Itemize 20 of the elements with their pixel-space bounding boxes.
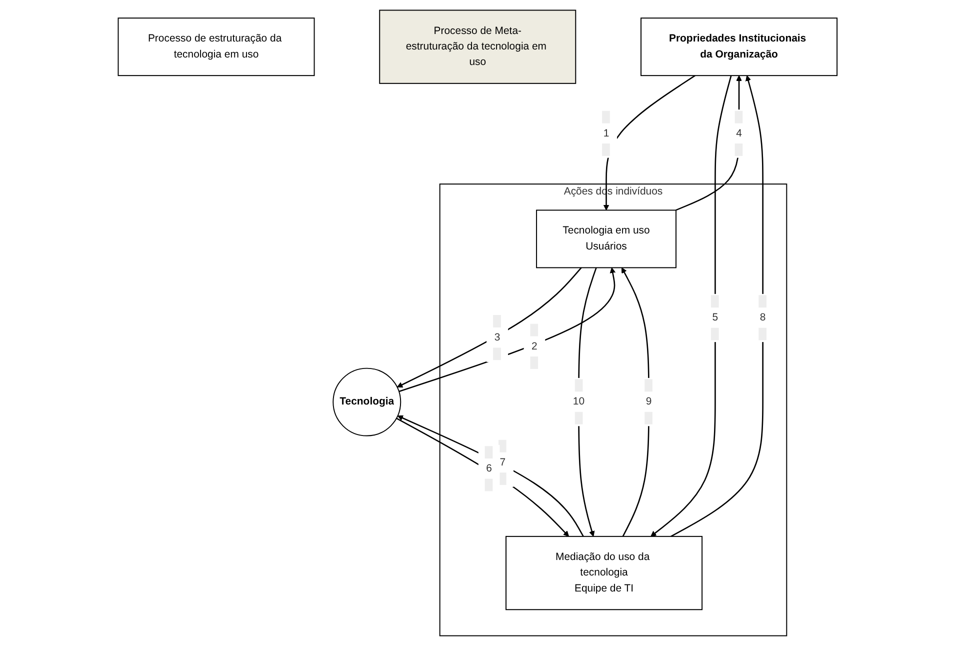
edge-label: 3 <box>494 332 500 344</box>
edge-label: 5 <box>712 312 718 324</box>
node-circle <box>332 368 401 436</box>
edge-label: 4 <box>736 128 742 139</box>
node-box <box>118 18 315 76</box>
arrow <box>396 267 582 388</box>
edge-label: 2 <box>531 340 538 352</box>
edge-label: 8 <box>760 312 766 324</box>
edge-label: 6 <box>486 463 492 474</box>
edge-label: 1 <box>603 128 610 139</box>
arrow <box>650 75 732 537</box>
cluster <box>439 184 787 636</box>
node-box <box>536 210 676 268</box>
edge-label: 10 <box>572 396 584 408</box>
edge-label: 9 <box>646 396 652 408</box>
node-box <box>505 536 702 610</box>
node-box <box>640 18 838 76</box>
arrow <box>603 75 696 210</box>
node-box <box>378 10 576 84</box>
edge-label: 7 <box>500 456 506 468</box>
